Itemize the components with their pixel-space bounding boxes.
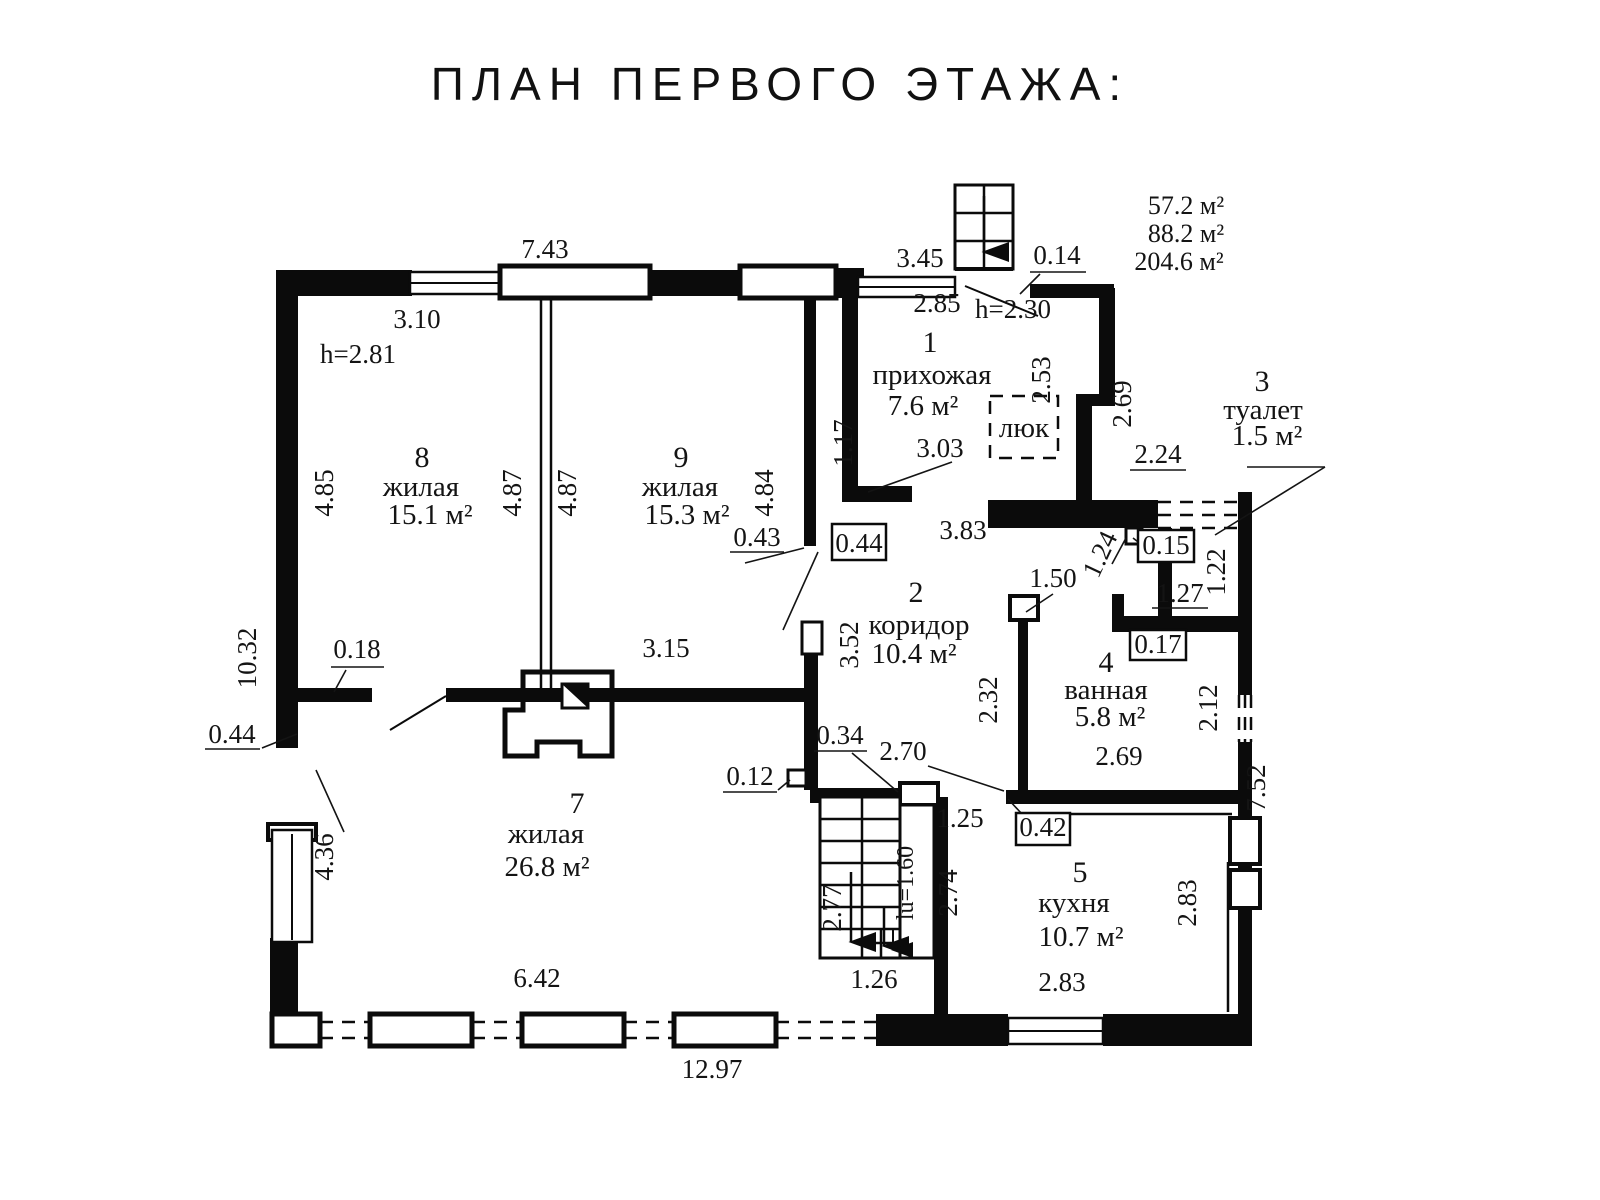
room-7-name: жилая [507, 818, 584, 850]
dim-hall-right: 2.69 [1107, 380, 1137, 427]
dim-left-window: 4.36 [309, 833, 339, 880]
dim-bath-bottom: 2.69 [1095, 741, 1142, 771]
dim-porch-window: 3.45 [896, 243, 943, 273]
room-4-number: 4 [1099, 646, 1114, 679]
room-9-name: жилая [641, 471, 718, 503]
room-labels: 1 прихожая 7.6 м² 2 коридор 10.4 м² 3 ту… [382, 326, 1303, 953]
dim-wall-044-left: 0.44 [208, 719, 256, 749]
dim-hall-bottom: 3.83 [939, 515, 986, 545]
entrance-stairs [953, 183, 1015, 271]
dim-kitchen-door: 1.25 [936, 803, 983, 833]
dim-wall-034: 0.34 [816, 720, 864, 750]
callout-boxes [830, 522, 1196, 847]
room-1-number: 1 [923, 326, 938, 359]
room-1-name: прихожая [873, 359, 992, 391]
room-7-number: 7 [570, 787, 585, 820]
partitions [539, 296, 1232, 1012]
dim-room8-top: 3.10 [393, 304, 440, 334]
room-5-area: 10.7 м² [1038, 921, 1123, 953]
summary-area-1: 57.2 м² [1148, 191, 1224, 220]
room-4-area: 5.8 м² [1075, 701, 1146, 733]
dim-bath-window: 2.12 [1193, 684, 1223, 731]
room-1-area: 7.6 м² [888, 390, 959, 422]
page-title: ПЛАН ПЕРВОГО ЭТАЖА: [431, 58, 1129, 110]
dim-wall-017: 0.17 [1134, 629, 1181, 659]
interior-stairs [818, 795, 936, 960]
summary-area-3: 204.6 м² [1134, 247, 1223, 276]
dimension-labels: 7.43 3.10 h=2.81 3.45 0.14 2.85 h=2.30 2… [208, 234, 1271, 1084]
room-8-area: 15.1 м² [387, 499, 472, 531]
dim-room8-left: 4.85 [309, 469, 339, 516]
dim-stairs-height: 2.77 [817, 884, 847, 931]
annotation-height-room8: h=2.81 [320, 339, 396, 369]
dim-wall-014: 0.14 [1033, 240, 1081, 270]
room-8-name: жилая [382, 471, 459, 503]
dim-right-height: 7.52 [1241, 764, 1271, 811]
room-9-area: 15.3 м² [644, 499, 729, 531]
annotation-stair-width: lu=1.60 [893, 846, 919, 920]
dim-room9-bottom: 3.15 [642, 633, 689, 663]
room-9-number: 9 [674, 441, 689, 474]
dim-veranda-width: 6.42 [513, 963, 560, 993]
leader-lines [205, 271, 1326, 833]
dim-left-height: 10.32 [232, 628, 262, 689]
dim-wall-117: 1.17 [828, 419, 858, 466]
room-5-number: 5 [1073, 856, 1088, 889]
dim-wall-012: 0.12 [726, 761, 773, 791]
room-4-name: ванная [1064, 674, 1147, 706]
stove [502, 669, 615, 759]
dim-hall-door: 3.03 [916, 433, 963, 463]
room-3-number: 3 [1255, 365, 1270, 398]
dim-total-width: 12.97 [682, 1054, 743, 1084]
dim-stairs-top: 2.70 [879, 736, 926, 766]
dim-wall-043: 0.43 [733, 522, 780, 552]
dim-kitchen-bottom: 2.83 [1038, 967, 1085, 997]
dim-stairs-bottom: 1.26 [850, 964, 897, 994]
door-swings [389, 285, 1039, 731]
dim-room8-right: 4.87 [497, 469, 527, 516]
hatch-label: люк [999, 412, 1050, 444]
room-2-name: коридор [869, 609, 970, 641]
dim-wall-127: 1.27 [1156, 578, 1203, 608]
dim-toilet-window: 2.24 [1134, 439, 1182, 469]
dim-bath-door: 1.50 [1029, 563, 1076, 593]
room-3-name: туалет [1223, 394, 1303, 426]
room-8-number: 8 [415, 441, 430, 474]
dim-room9-right: 4.84 [749, 469, 779, 517]
dim-toilet-height: 1.22 [1201, 548, 1231, 595]
dim-hall-depth: 2.53 [1026, 356, 1056, 403]
dim-wall-044-mid: 0.44 [835, 528, 883, 558]
room-7-area: 26.8 м² [504, 851, 589, 883]
room-5-name: кухня [1038, 887, 1110, 919]
dim-top-width: 7.43 [521, 234, 568, 264]
annotation-height-hall: h=2.30 [975, 294, 1051, 324]
room-3-area: 1.5 м² [1232, 420, 1303, 452]
dim-wall-015: 0.15 [1142, 530, 1189, 560]
summary-area-2: 88.2 м² [1148, 219, 1224, 248]
dim-hall-window: 2.85 [913, 288, 960, 318]
dashed-openings [320, 394, 1253, 1040]
dim-bath-left: 2.32 [973, 676, 1003, 723]
dim-corridor-height: 3.52 [834, 621, 864, 668]
dim-kitchen-right: 2.83 [1172, 879, 1202, 926]
dim-wall-018: 0.18 [333, 634, 380, 664]
dim-wall-042: 0.42 [1019, 812, 1066, 842]
dim-stairs-right: 2.74 [933, 869, 963, 917]
dim-room9-left: 4.87 [552, 469, 582, 516]
room-2-number: 2 [909, 576, 924, 609]
room-2-area: 10.4 м² [871, 638, 956, 670]
